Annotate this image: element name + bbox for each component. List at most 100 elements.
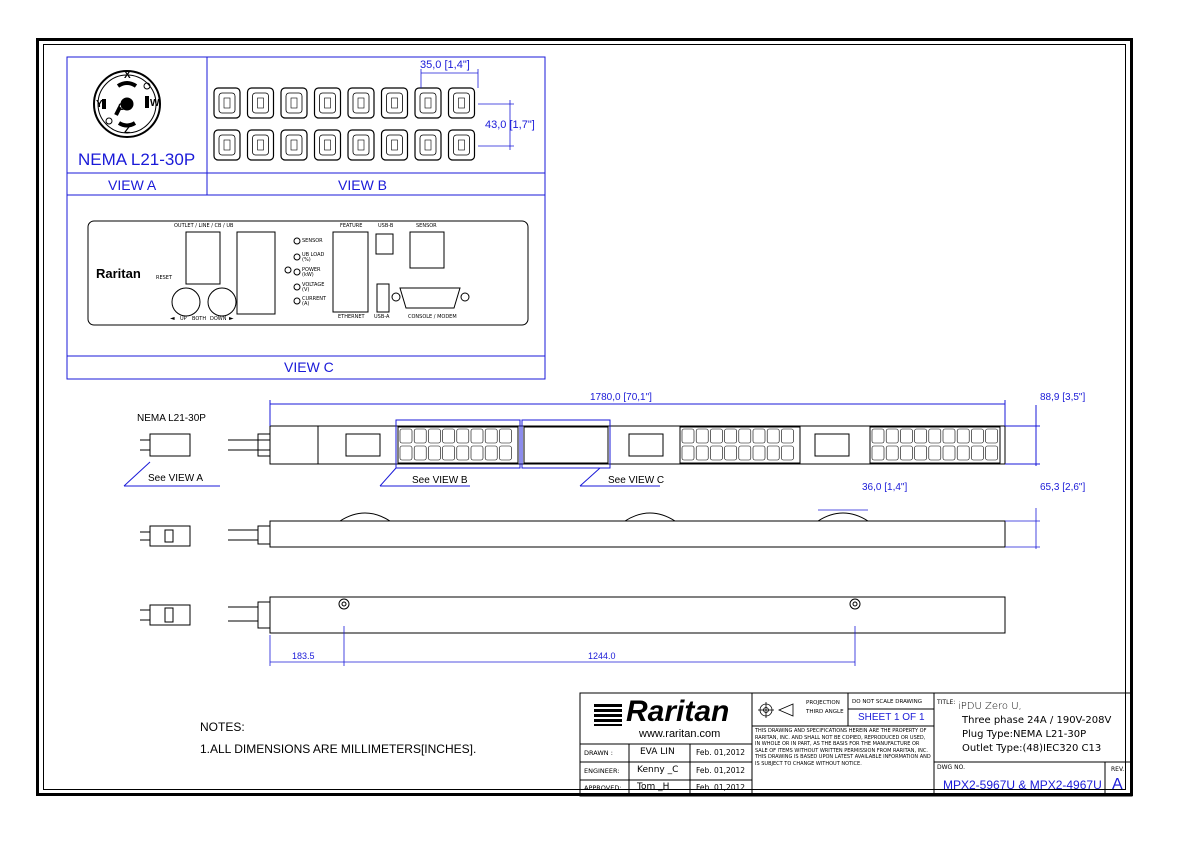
iec-c13-outlet [380,129,409,161]
length-dim: 1780,0 [70,1"] [590,392,652,403]
front-outlet [681,445,695,461]
front-outlet [928,445,942,461]
pdu-side-view [140,512,1006,548]
raritan-url: www.raritan.com [639,728,721,740]
front-outlet [710,445,723,461]
nav-right-arrow: ► [229,315,234,322]
rear-dim-2: 1244.0 [588,651,616,661]
iec-c13-outlet [280,129,308,161]
front-outlet [781,428,794,444]
iec-c13-outlet [313,87,342,119]
front-outlet [781,445,794,461]
nav-up-label: UP [180,316,187,322]
rear-dim-1: 183.5 [292,651,315,661]
front-outlet [724,428,737,444]
led-current-label: CURRENT (A) [302,296,327,307]
front-outlet [914,445,927,461]
no-scale-label: DO NOT SCALE DRAWING [852,699,922,705]
front-outlet [484,445,498,461]
feature-label: FEATURE [340,223,363,229]
engineer-label: ENGINEER: [584,767,620,775]
view-b-label: VIEW B [338,177,388,193]
front-outlet [738,445,752,461]
front-outlet [399,445,413,461]
projection-label-1: PROJECTION [806,700,840,706]
sensor-port-label: SENSOR [416,223,437,229]
front-outlet [900,445,913,461]
front-outlet [985,428,998,444]
width-dim: 88,9 [3,5"] [1040,392,1086,403]
raritan-logo-small: Raritan [96,266,141,281]
front-outlet [484,428,498,444]
front-outlet [871,428,885,444]
depth-dim: 65,3 [2,6"] [1040,482,1086,493]
approved-name: Tom _H [637,782,670,792]
front-outlet [885,428,899,444]
front-outlet [499,428,512,444]
title-line-1: iPDU Zero U, [958,701,1022,712]
led-sensor-label: SENSOR [302,238,323,244]
usb-a-label: USB-A [374,314,390,320]
view-b-height-dim: 43,0 [1,7"] [485,119,535,131]
drawn-by: EVA LIN [640,747,675,757]
front-outlet [456,445,470,461]
projection-label-2: THIRD ANGLE [806,709,844,715]
led-power-label: POWER (kW) [302,267,321,278]
engineer-name: Kenny _C [637,765,679,775]
front-outlet [681,428,695,444]
engineer-date: Feb. 01,2012 [696,766,746,775]
front-outlet [470,428,484,444]
view-a-plug-name: NEMA L21-30P [78,150,196,169]
pin-w-label: W [150,98,160,109]
iec-c13-outlet [347,87,375,119]
front-outlet [956,445,970,461]
front-outlet [738,428,752,444]
iec-c13-outlet [380,87,409,119]
iec-c13-outlet [246,87,275,119]
front-outlet [766,445,780,461]
rev-label: REV. [1111,766,1125,773]
front-outlet [885,445,899,461]
front-outlet [724,445,737,461]
iec-c13-outlet [213,87,241,119]
iec-c13-outlet [414,129,442,161]
title-label: TITLE: [937,699,956,706]
pin-g-label: G [118,102,126,113]
front-outlet [695,428,709,444]
front-outlet [456,428,470,444]
approved-label: APPROVED: [584,784,622,792]
see-view-a: See VIEW A [148,473,204,484]
front-outlet [928,428,942,444]
raritan-logo-mark [594,704,622,726]
iec-c13-outlet [280,87,308,119]
see-view-c: See VIEW C [608,475,665,486]
front-outlet [428,428,441,444]
iec-c13-outlet [414,87,442,119]
pdu-front-view [140,425,1006,465]
front-outlet [942,445,956,461]
title-line-4: Outlet Type:(48)IEC320 C13 [962,743,1102,754]
front-outlet [900,428,913,444]
pin-x-label: X [124,70,131,81]
sheet-number: SHEET 1 OF 1 [858,712,925,723]
iec-c13-outlet [447,87,476,119]
drawn-label: DRAWN : [584,749,613,757]
reset-label: RESET [156,275,173,281]
notes-title: NOTES: [200,720,245,734]
bracket-dim: 36,0 [1,4"] [862,482,908,493]
front-outlet [710,428,723,444]
control-panel [87,220,529,326]
front-outlet [413,445,427,461]
front-outlet [428,445,441,461]
pin-y-label: Y [96,99,103,110]
led-voltage-label: VOLTAGE (V) [302,282,325,293]
front-outlet [942,428,956,444]
front-outlet [956,428,970,444]
outlet-array [213,87,476,161]
front-outlet [499,445,512,461]
view-c-label: VIEW C [284,359,334,375]
iec-c13-outlet [246,129,275,161]
nav-both-label: BOTH [192,316,207,322]
iec-c13-outlet [213,129,241,161]
